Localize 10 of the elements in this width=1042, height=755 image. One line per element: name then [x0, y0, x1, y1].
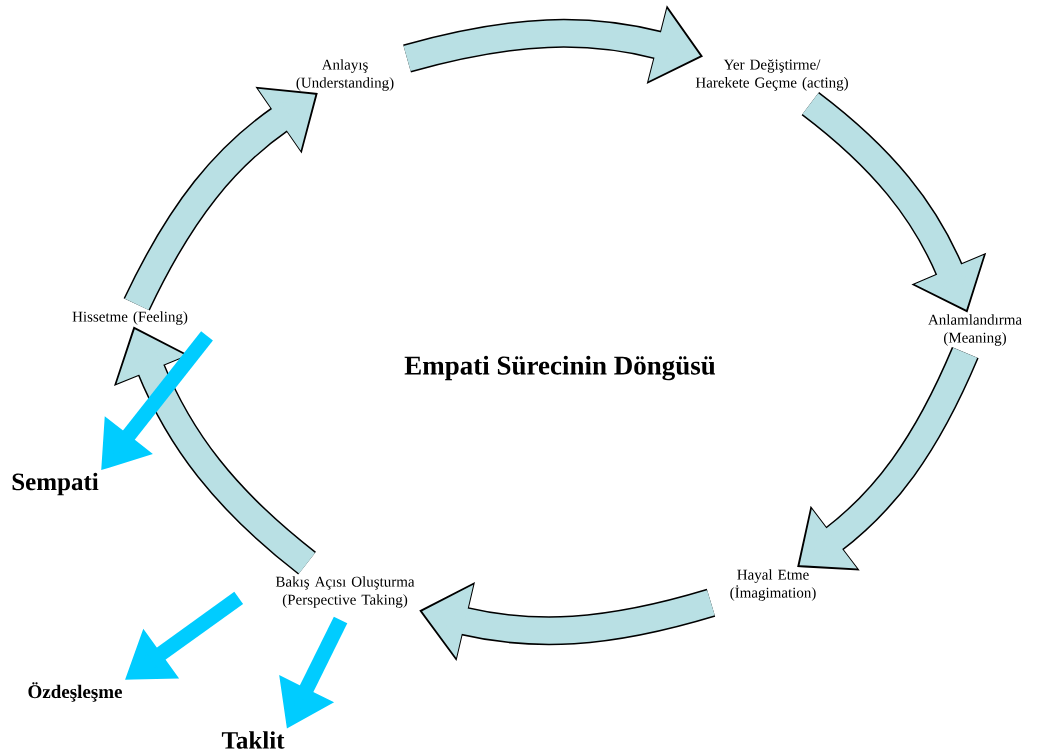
outcome-label: Taklit — [221, 731, 285, 749]
stage-label: Anlamlandırma (Meaning) — [928, 314, 1022, 346]
stage-label: Hissetme (Feeling) — [72, 311, 188, 325]
stage-label: Yer Değiştirme/ Harekete Geçme (acting) — [695, 59, 848, 91]
outcome-label: Özdeşleşme — [28, 682, 122, 702]
stage-label: Anlayış (Understanding) — [296, 59, 394, 91]
outcome-label: Sempati — [12, 472, 99, 496]
stage-label: Bakış Açısı Oluşturma (Perspective Taking) — [275, 576, 415, 608]
diagram-title: Empati Sürecinin Döngüsü — [404, 355, 716, 381]
stage-label: Hayal Etme (İmagimation) — [730, 569, 816, 601]
